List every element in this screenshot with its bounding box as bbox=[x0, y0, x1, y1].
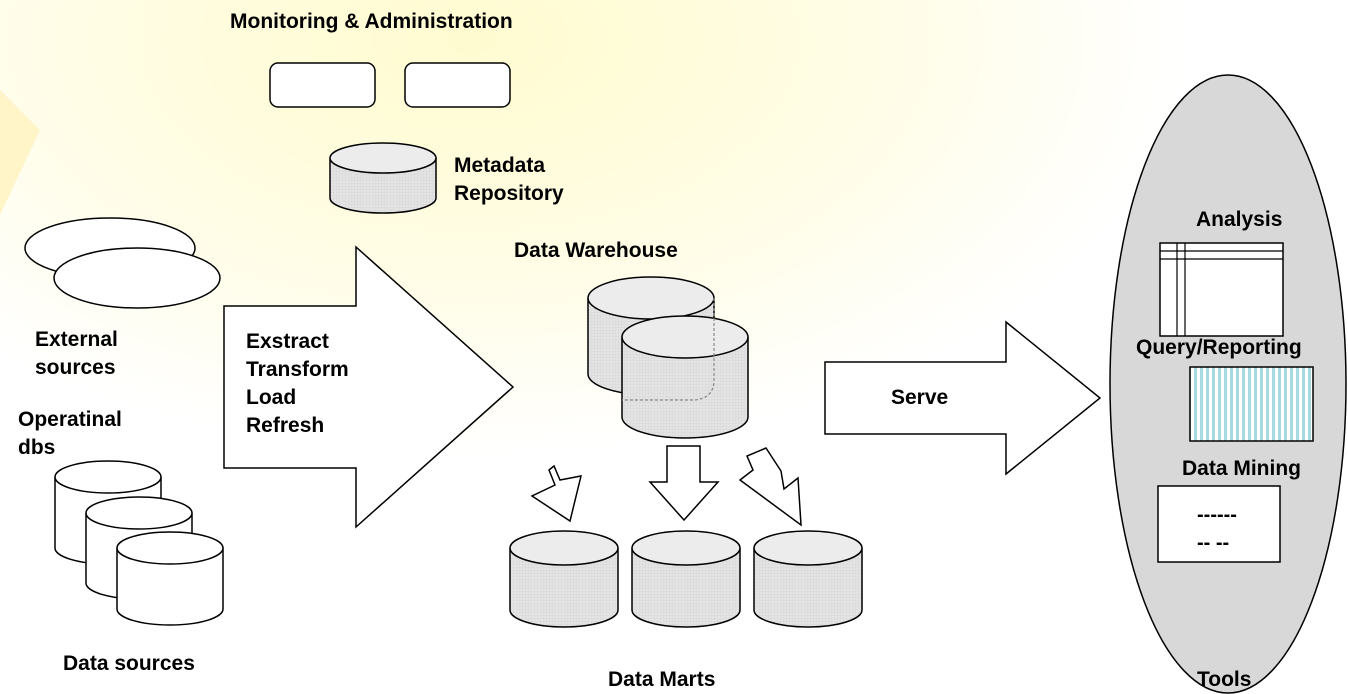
operational-dbs-label: Operatinal dbs bbox=[18, 408, 122, 459]
data-mining-dashes-line1: ------ bbox=[1197, 504, 1237, 526]
serve-arrow bbox=[824, 320, 1102, 476]
data-mart-cylinder-1 bbox=[509, 530, 619, 628]
monitoring-box-2 bbox=[404, 62, 511, 108]
mart-arrow-right bbox=[738, 447, 802, 527]
data-sources-caption: Data sources bbox=[63, 652, 195, 675]
mart-arrow-center bbox=[648, 445, 720, 522]
metadata-repository-label: Metadata Repository bbox=[454, 154, 564, 205]
etl-label: Exstract Transform Load Refresh bbox=[246, 330, 349, 437]
external-source-oval-2 bbox=[53, 247, 221, 309]
analysis-table-icon bbox=[1159, 242, 1284, 337]
background-accent bbox=[0, 90, 40, 215]
data-mining-label: Data Mining bbox=[1182, 457, 1301, 480]
data-mart-cylinder-2 bbox=[631, 530, 741, 628]
data-marts-caption: Data Marts bbox=[608, 668, 716, 691]
metadata-repository-cylinder bbox=[329, 142, 437, 214]
etl-arrow bbox=[223, 245, 515, 529]
analysis-label: Analysis bbox=[1196, 208, 1283, 231]
monitoring-title: Monitoring & Administration bbox=[230, 10, 513, 33]
query-reporting-report-icon bbox=[1189, 366, 1314, 442]
data-mart-cylinder-3 bbox=[753, 530, 863, 628]
data-mining-dashes-line2: -- -- bbox=[1197, 532, 1230, 554]
operational-db-cylinder-3 bbox=[116, 531, 224, 626]
warehouse-cylinder-front bbox=[621, 298, 749, 439]
query-reporting-label: Query/Reporting bbox=[1136, 336, 1302, 359]
external-sources-label: External sources bbox=[35, 328, 118, 379]
data-mining-box bbox=[1157, 485, 1281, 563]
serve-label: Serve bbox=[891, 386, 949, 409]
mart-arrow-left bbox=[530, 464, 583, 523]
tools-caption: Tools bbox=[1197, 668, 1252, 691]
monitoring-box-1 bbox=[269, 62, 376, 108]
data-warehouse-label: Data Warehouse bbox=[514, 239, 678, 262]
